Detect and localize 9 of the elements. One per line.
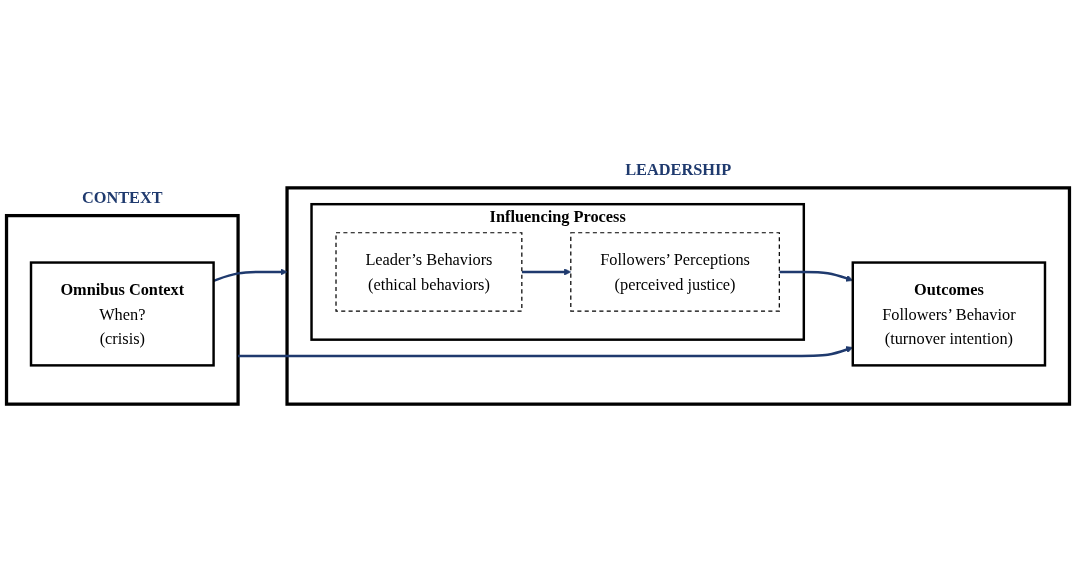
node-box: Omnibus Context When? (crisis) xyxy=(29,261,215,367)
cluster xyxy=(4,214,240,406)
node-label: CONTEXT xyxy=(81,187,163,206)
node-box: Leader’s Behaviors (ethical behaviors) xyxy=(335,232,523,312)
node-box: Followers’ Perceptions (perceived justice) xyxy=(570,232,780,312)
arrow xyxy=(213,268,288,282)
cluster xyxy=(285,186,1072,406)
node-label: LEADERSHIP xyxy=(625,160,732,179)
node-box: Outcomes Followers’ Behavior (turnover intention) xyxy=(851,261,1047,367)
